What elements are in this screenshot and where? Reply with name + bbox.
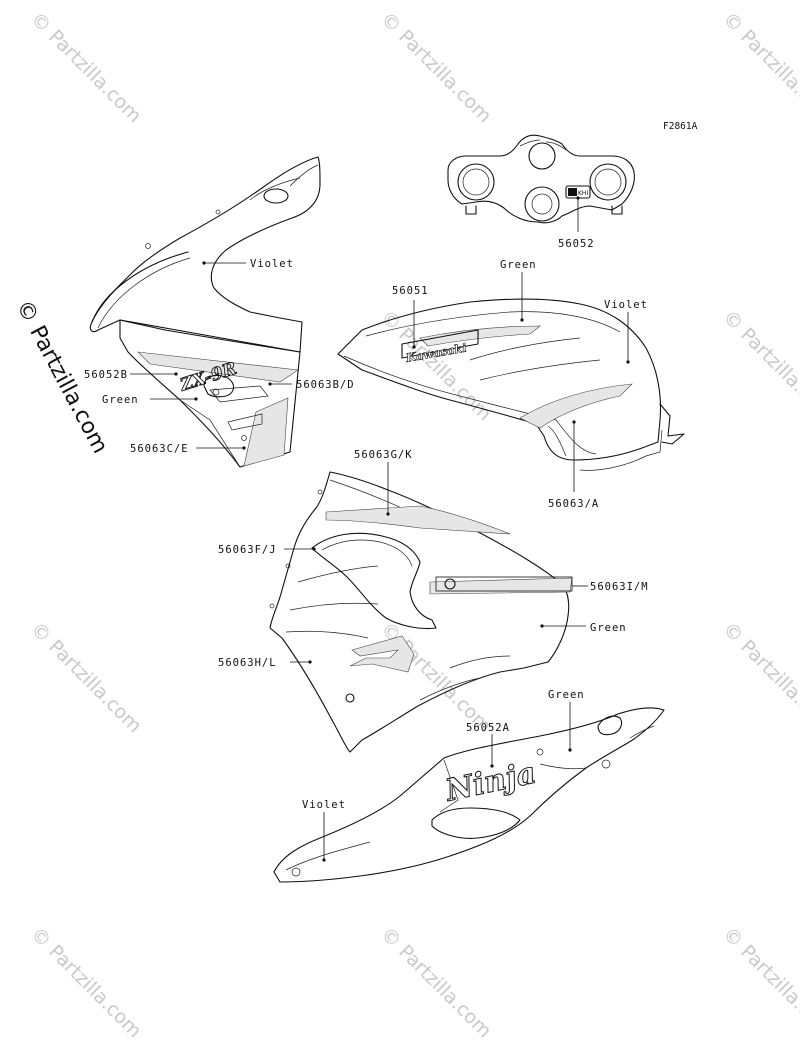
ninja-decal-text: Ninja [442,756,539,809]
callout-green-tank: Green [500,259,537,271]
watermark: © Partzilla.com [718,618,800,737]
callout-56052a: 56052A [466,722,510,734]
watermark: © Partzilla.com [718,923,800,1042]
seat-cowl-callouts: Green 56052A Violet [302,689,585,862]
callout-green-lower: Green [590,622,627,634]
seat-cowl: Ninja [273,707,665,883]
callout-56063i-m: 56063I/M [590,581,649,593]
callout-56063c-e: 56063C/E [130,443,189,455]
steering-stem-head: KHI [447,134,635,224]
callout-violet-tail: Violet [302,799,346,811]
watermark: © Partzilla.com [26,923,145,1042]
middle-fairing-callouts: 56063G/K 56063F/J 56063I/M Green 56063H/… [218,449,649,669]
watermark: © Partzilla.com [376,8,495,127]
stem-callouts: 56052 [558,196,595,250]
figure-code: F2861A [663,121,698,132]
callout-56063f-j: 56063F/J [218,544,277,556]
watermark: © Partzilla.com [376,923,495,1042]
watermark: © Partzilla.com [376,618,495,737]
callout-violet-tank: Violet [604,299,648,311]
middle-fairing [269,471,573,753]
callout-56063-a: 56063/A [548,498,599,510]
callout-violet-upper: Violet [250,258,294,270]
callout-green-upper: Green [102,394,139,406]
khi-emblem-text: KHI [578,190,588,197]
callout-56063b-d: 56063B/D [296,379,355,391]
callout-56063h-l: 56063H/L [218,657,277,669]
watermark: © Partzilla.com [718,8,800,127]
callout-56063g-k: 56063G/K [354,449,413,461]
tank-callouts: Green 56051 Violet 56063/A [392,259,648,510]
callout-green-tail: Green [548,689,585,701]
watermark: © Partzilla.com [26,618,145,737]
upper-cowl-callouts: Violet 56052B Green 56063C/E 56063B/D [84,258,355,455]
watermark: © Partzilla.com [26,8,145,127]
callout-56052b: 56052B [84,369,128,381]
callout-56052: 56052 [558,238,595,250]
callout-56051: 56051 [392,285,429,297]
upper-cowl: ZX-9R [89,156,321,468]
watermark: © Partzilla.com [718,306,800,425]
